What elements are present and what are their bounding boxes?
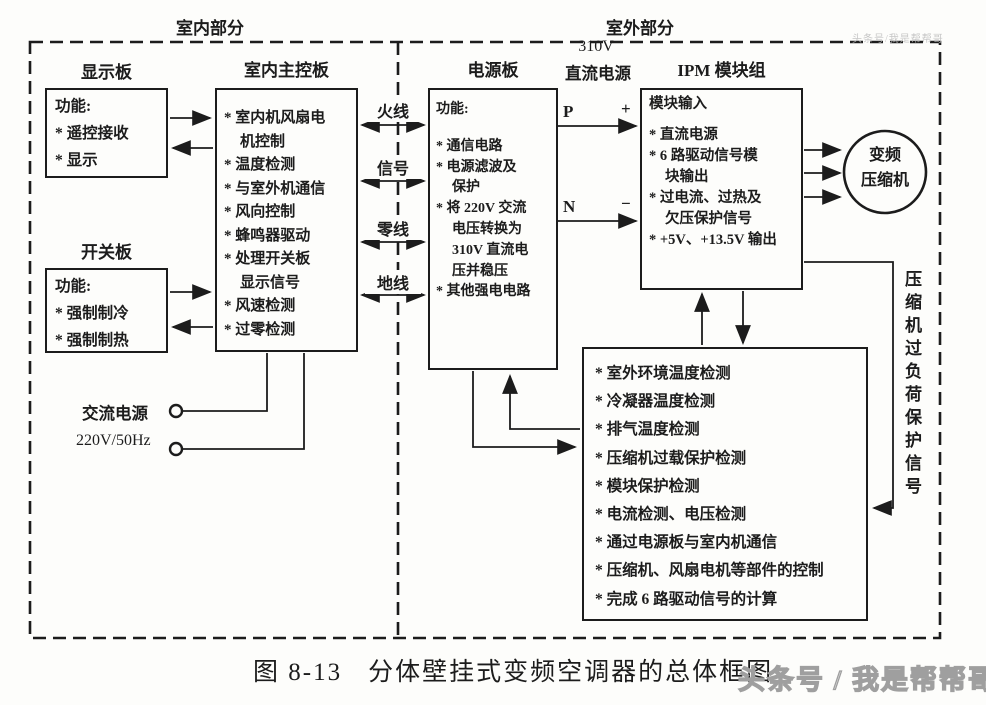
power-board-line: 保护 <box>452 180 480 196</box>
outdoor-board-line: * 室外环境温度检测 <box>595 365 731 382</box>
outdoor-board-line: * 压缩机过载保护检测 <box>595 449 747 467</box>
display-main-arrows <box>170 110 213 156</box>
ipm-outdoor-arrows <box>694 291 751 345</box>
outdoor-board-box: * 室外环境温度检测 * 冷凝器温度检测 * 排气温度检测 * 压缩机过载保护检… <box>582 347 868 621</box>
power-board-line: 310V 直流电 <box>452 242 529 258</box>
watermark-small-text: 头条号/我是帮帮哥 <box>852 34 944 45</box>
ac-terminals <box>168 403 184 457</box>
indoor-section-label: 室内部分 <box>176 19 244 38</box>
dc-plus-sign: + <box>621 99 631 118</box>
main-board-line: 机控制 <box>240 133 286 150</box>
display-board-line: 功能: <box>55 98 92 115</box>
switch-board-line: 功能: <box>55 278 92 295</box>
wire-label-neutral: 零线 <box>365 216 421 240</box>
main-board-line: * 处理开关板 <box>224 251 311 267</box>
power-outdoor-links <box>472 371 580 455</box>
ipm-compressor-arrows <box>804 142 842 205</box>
power-board-line: 压并稳压 <box>452 263 508 279</box>
wire-label-live: 火线 <box>365 98 421 122</box>
main-board-line: * 与室外机通信 <box>224 180 326 197</box>
main-board-line: 显示信号 <box>240 274 301 291</box>
main-board-line: * 室内机风扇电 <box>224 110 326 126</box>
power-board-line: 功能: <box>436 102 469 117</box>
watermark-text: 头条号 / 我是帮帮哥 <box>737 664 986 695</box>
display-board-box: 功能: * 遥控接收 * 显示 <box>45 88 168 178</box>
figure-number: 图 8-13 <box>253 659 343 686</box>
switch-board-line: * 强制制热 <box>55 332 129 349</box>
dc-bus-lines <box>558 118 638 229</box>
ipm-line: * 直流电源 <box>649 127 718 143</box>
dashed-boundary <box>28 40 942 640</box>
compressor-circle <box>842 129 928 215</box>
main-board-line: * 温度检测 <box>224 157 296 173</box>
compressor-label-line1: 变频 <box>868 147 901 164</box>
display-board-line: * 遥控接收 <box>55 125 129 142</box>
dc-bus-voltage-label: 310V <box>578 38 614 55</box>
power-board-line: 电压转换为 <box>452 221 522 237</box>
outdoor-board-line: * 完成 6 路驱动信号的计算 <box>595 590 778 608</box>
outdoor-board-line: * 冷凝器温度检测 <box>595 393 716 411</box>
outdoor-board-line: * 压缩机、风扇电机等部件的控制 <box>595 562 824 580</box>
wire-label-ground: 地线 <box>365 270 421 294</box>
power-board-line: * 电源滤波及 <box>436 159 517 175</box>
outdoor-board-line: * 模块保护检测 <box>595 477 700 495</box>
figure-title: 分体壁挂式变频空调器的总体框图 <box>368 659 774 686</box>
ipm-line: 模块输入 <box>649 96 707 112</box>
dc-bus-name-label: 直流电源 <box>565 64 631 83</box>
display-board-title: 显示板 <box>81 63 132 82</box>
ac-leads <box>183 353 305 450</box>
ac-power-rating: 220V/50Hz <box>76 432 151 449</box>
dc-n-label: N <box>563 197 576 216</box>
ipm-line: * 过电流、过热及 <box>649 190 762 206</box>
dc-p-label: P <box>563 102 574 121</box>
ipm-line: 欠压保护信号 <box>665 211 752 227</box>
overload-signal-line <box>804 261 894 516</box>
main-board-line: * 过零检测 <box>224 321 296 338</box>
display-board-line: * 显示 <box>55 152 98 169</box>
ipm-box: 模块输入 * 直流电源 * 6 路驱动信号模 块输出 * 过电流、过热及 欠压保… <box>640 88 803 290</box>
dc-minus-sign: − <box>621 194 631 213</box>
power-board-line: * 其他强电电路 <box>436 284 531 300</box>
compressor-label: 变频 压缩机 <box>845 143 925 193</box>
main-board-line: * 风速检测 <box>224 298 296 314</box>
main-board-line: * 风向控制 <box>224 204 296 220</box>
wire-label-signal: 信号 <box>365 155 421 179</box>
indoor-outdoor-wires <box>360 117 426 303</box>
outdoor-board-line: * 通过电源板与室内机通信 <box>595 534 778 552</box>
outdoor-board-line: * 电流检测、电压检测 <box>595 506 747 524</box>
ipm-line: 块输出 <box>665 169 709 185</box>
main-board-box: * 室内机风扇电 机控制 * 温度检测 * 与室外机通信 * 风向控制 * 蜂鸣… <box>215 88 358 352</box>
main-board-title: 室内主控板 <box>244 61 329 80</box>
overload-signal-label: 压缩机过负荷保护信号 <box>902 270 921 500</box>
main-board-line: * 蜂鸣器驱动 <box>224 227 311 244</box>
ipm-line: * 6 路驱动信号模 <box>649 148 758 164</box>
ac-power-label: 交流电源 <box>82 404 148 423</box>
ipm-title: IPM 模块组 <box>677 61 766 80</box>
switch-board-line: * 强制制冷 <box>55 305 129 322</box>
power-board-line: * 通信电路 <box>436 138 503 154</box>
power-board-title: 电源板 <box>467 61 519 80</box>
outdoor-section-label: 室外部分 <box>606 19 674 38</box>
power-board-line: * 将 220V 交流 <box>436 201 527 217</box>
outdoor-board-line: * 排气温度检测 <box>595 421 700 439</box>
power-board-box: 功能: * 通信电路 * 电源滤波及 保护 * 将 220V 交流 电压转换为 … <box>428 88 558 370</box>
ipm-line: * +5V、+13.5V 输出 <box>649 232 777 248</box>
switch-board-title: 开关板 <box>81 243 132 262</box>
compressor-label-line2: 压缩机 <box>860 172 909 189</box>
figure-caption: 图 8-13 分体壁挂式变频空调器的总体框图 <box>253 652 773 688</box>
switch-board-box: 功能: * 强制制冷 * 强制制热 <box>45 268 168 353</box>
switch-main-arrows <box>170 284 213 335</box>
